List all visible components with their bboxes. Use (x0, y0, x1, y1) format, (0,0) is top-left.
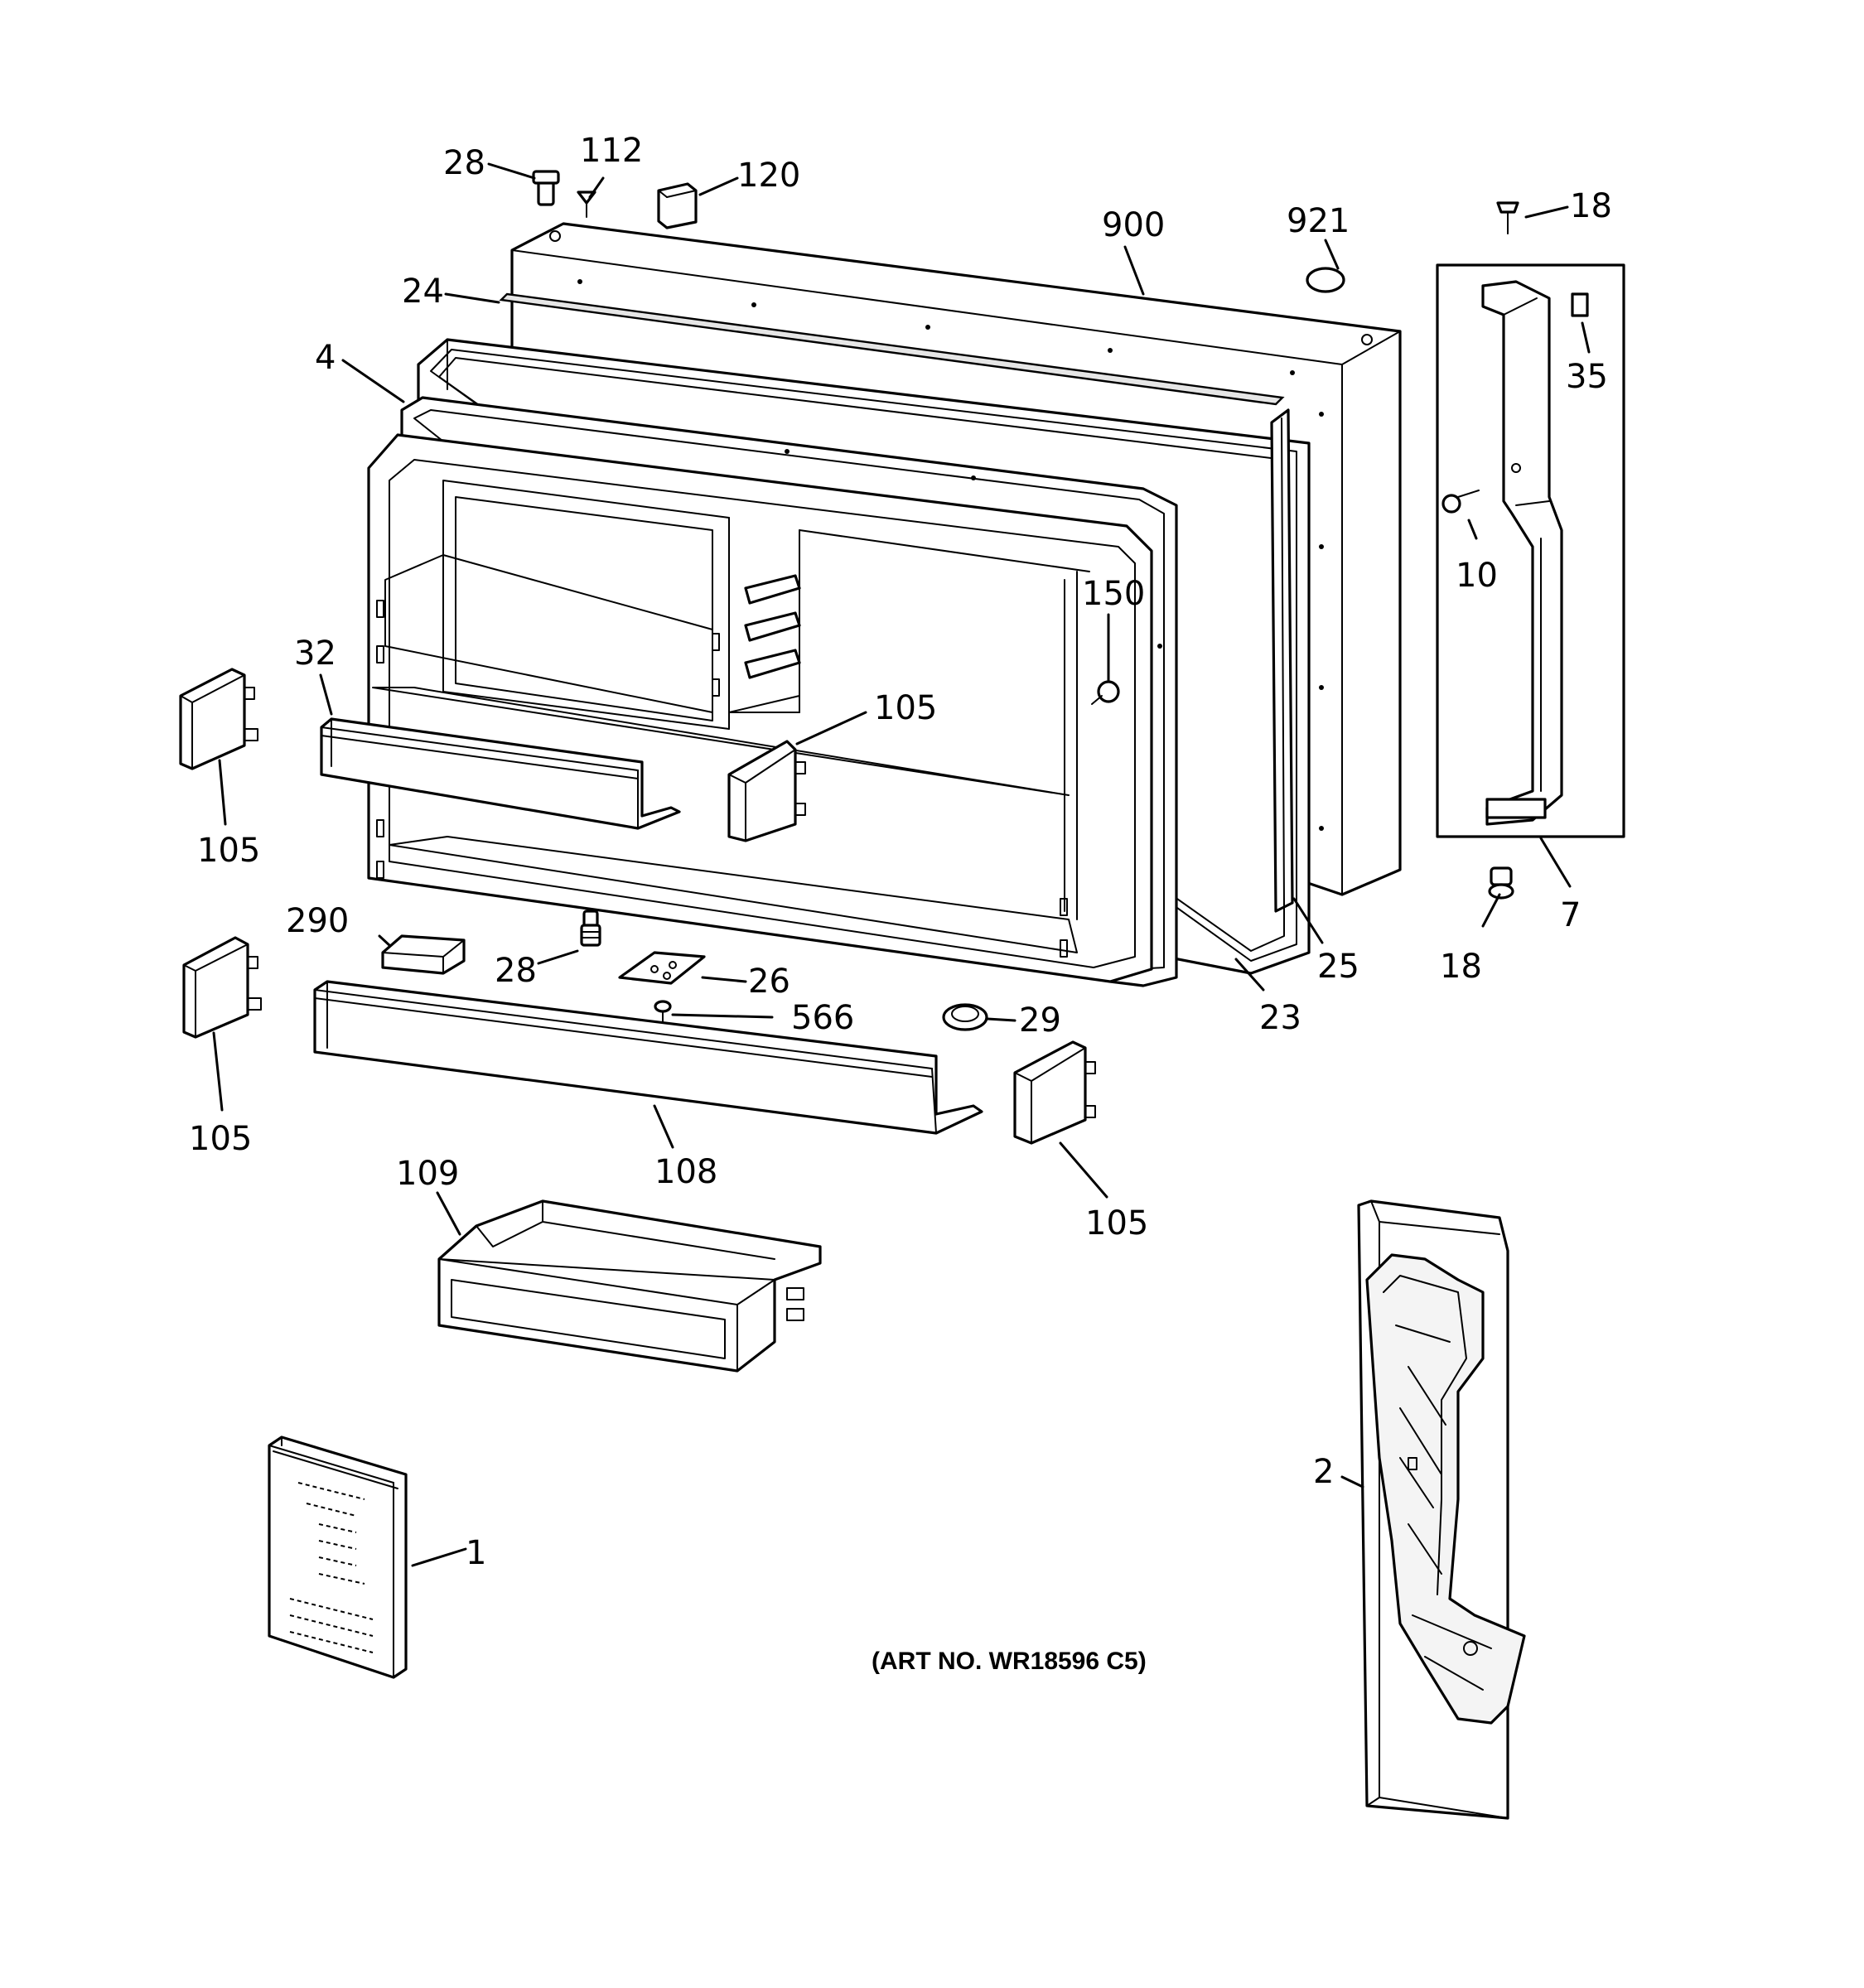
plug-921 (1306, 267, 1345, 293)
callout-900: 900 (1102, 206, 1165, 244)
callout-112: 112 (580, 132, 643, 170)
screw-112 (577, 191, 596, 218)
callout-18-bottom: 18 (1440, 948, 1482, 986)
hinge-plate-26 (618, 951, 706, 985)
block-290 (381, 934, 466, 975)
door-shelf-32 (320, 717, 681, 830)
callout-105-left-upper: 105 (197, 832, 260, 870)
callout-921: 921 (1287, 202, 1350, 240)
callout-2: 2 (1313, 1453, 1334, 1491)
callout-290: 290 (286, 902, 349, 940)
screw-28-top (532, 170, 560, 206)
callout-105-right: 105 (1085, 1204, 1148, 1242)
door-bin-109 (437, 1199, 822, 1373)
callout-120: 120 (737, 157, 800, 195)
shelf-end-cap-105-mid (727, 740, 806, 842)
grommet-29 (942, 1003, 988, 1031)
shelf-end-cap-105-left-lower (182, 936, 262, 1039)
shelf-end-cap-105-right (1013, 1040, 1096, 1145)
callout-4: 4 (315, 339, 336, 377)
callout-108: 108 (654, 1153, 717, 1191)
callout-1: 1 (466, 1534, 486, 1572)
art-number-caption: (ART NO. WR18596 C5) (872, 1648, 1147, 1675)
cap-120 (657, 182, 698, 229)
screw-566 (654, 1000, 672, 1026)
screw-18-top (1496, 201, 1519, 234)
callout-105-mid: 105 (874, 689, 937, 727)
inner-door-liner (367, 396, 1178, 987)
screw-18-bottom (1488, 866, 1514, 900)
owners-manual-1 (268, 1436, 408, 1679)
breaker-strip (1270, 408, 1294, 913)
callout-29: 29 (1019, 1001, 1061, 1040)
callout-10: 10 (1456, 557, 1498, 595)
door-handle-2 (1357, 1199, 1526, 1820)
callout-150: 150 (1082, 575, 1145, 613)
callout-7: 7 (1560, 896, 1581, 934)
callout-35: 35 (1566, 358, 1608, 396)
shelf-end-cap-105-left-upper (179, 668, 258, 770)
callout-32: 32 (294, 635, 336, 673)
callout-18-top: 18 (1570, 187, 1612, 225)
callout-566: 566 (791, 999, 854, 1037)
callout-labels: 28 112 120 900 921 18 24 4 35 10 150 32 … (189, 132, 1612, 1572)
callout-28-top: 28 (443, 144, 485, 182)
callout-24: 24 (402, 273, 444, 311)
callout-109: 109 (396, 1155, 459, 1193)
callout-28-mid: 28 (495, 952, 537, 990)
callout-105-left-lower: 105 (189, 1120, 252, 1158)
leader-lines (212, 162, 1591, 1567)
callout-26: 26 (748, 963, 790, 1001)
handle-assembly-box (1436, 263, 1625, 838)
top-gasket-strip (499, 292, 1285, 406)
screw-28-mid (580, 910, 601, 947)
callout-25: 25 (1317, 948, 1359, 986)
callout-23: 23 (1259, 999, 1301, 1037)
screw-10 (1441, 490, 1480, 514)
door-shelf-108 (313, 980, 983, 1135)
